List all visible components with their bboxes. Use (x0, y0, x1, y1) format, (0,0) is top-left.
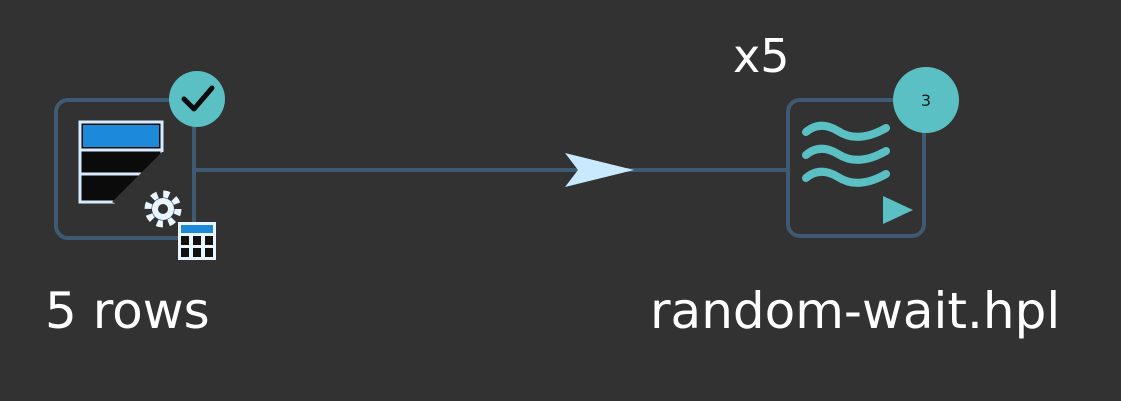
node-frame[interactable] (54, 98, 196, 240)
play-icon (883, 196, 913, 224)
badge-count-text: 3 (921, 91, 931, 110)
gear-icon (144, 190, 182, 228)
data-grid-generator-icon (78, 120, 184, 212)
success-checkmark-icon (169, 71, 225, 127)
node-frame[interactable] (786, 98, 926, 238)
hop-arrowhead-icon (565, 153, 634, 187)
node-label-generate-rows: 5 rows (45, 282, 210, 340)
pipeline-executor-icon (802, 121, 890, 187)
node-generate-rows[interactable] (54, 71, 225, 260)
copies-count-badge: 3 (893, 67, 959, 133)
node-label-pipeline-executor: random-wait.hpl (650, 282, 1061, 340)
node-copies-indicator: x5 (733, 29, 790, 83)
hop-generate-rows-to-pipeline-executor[interactable] (195, 153, 788, 187)
node-pipeline-executor[interactable]: 3 (786, 67, 959, 238)
table-icon (178, 222, 216, 260)
